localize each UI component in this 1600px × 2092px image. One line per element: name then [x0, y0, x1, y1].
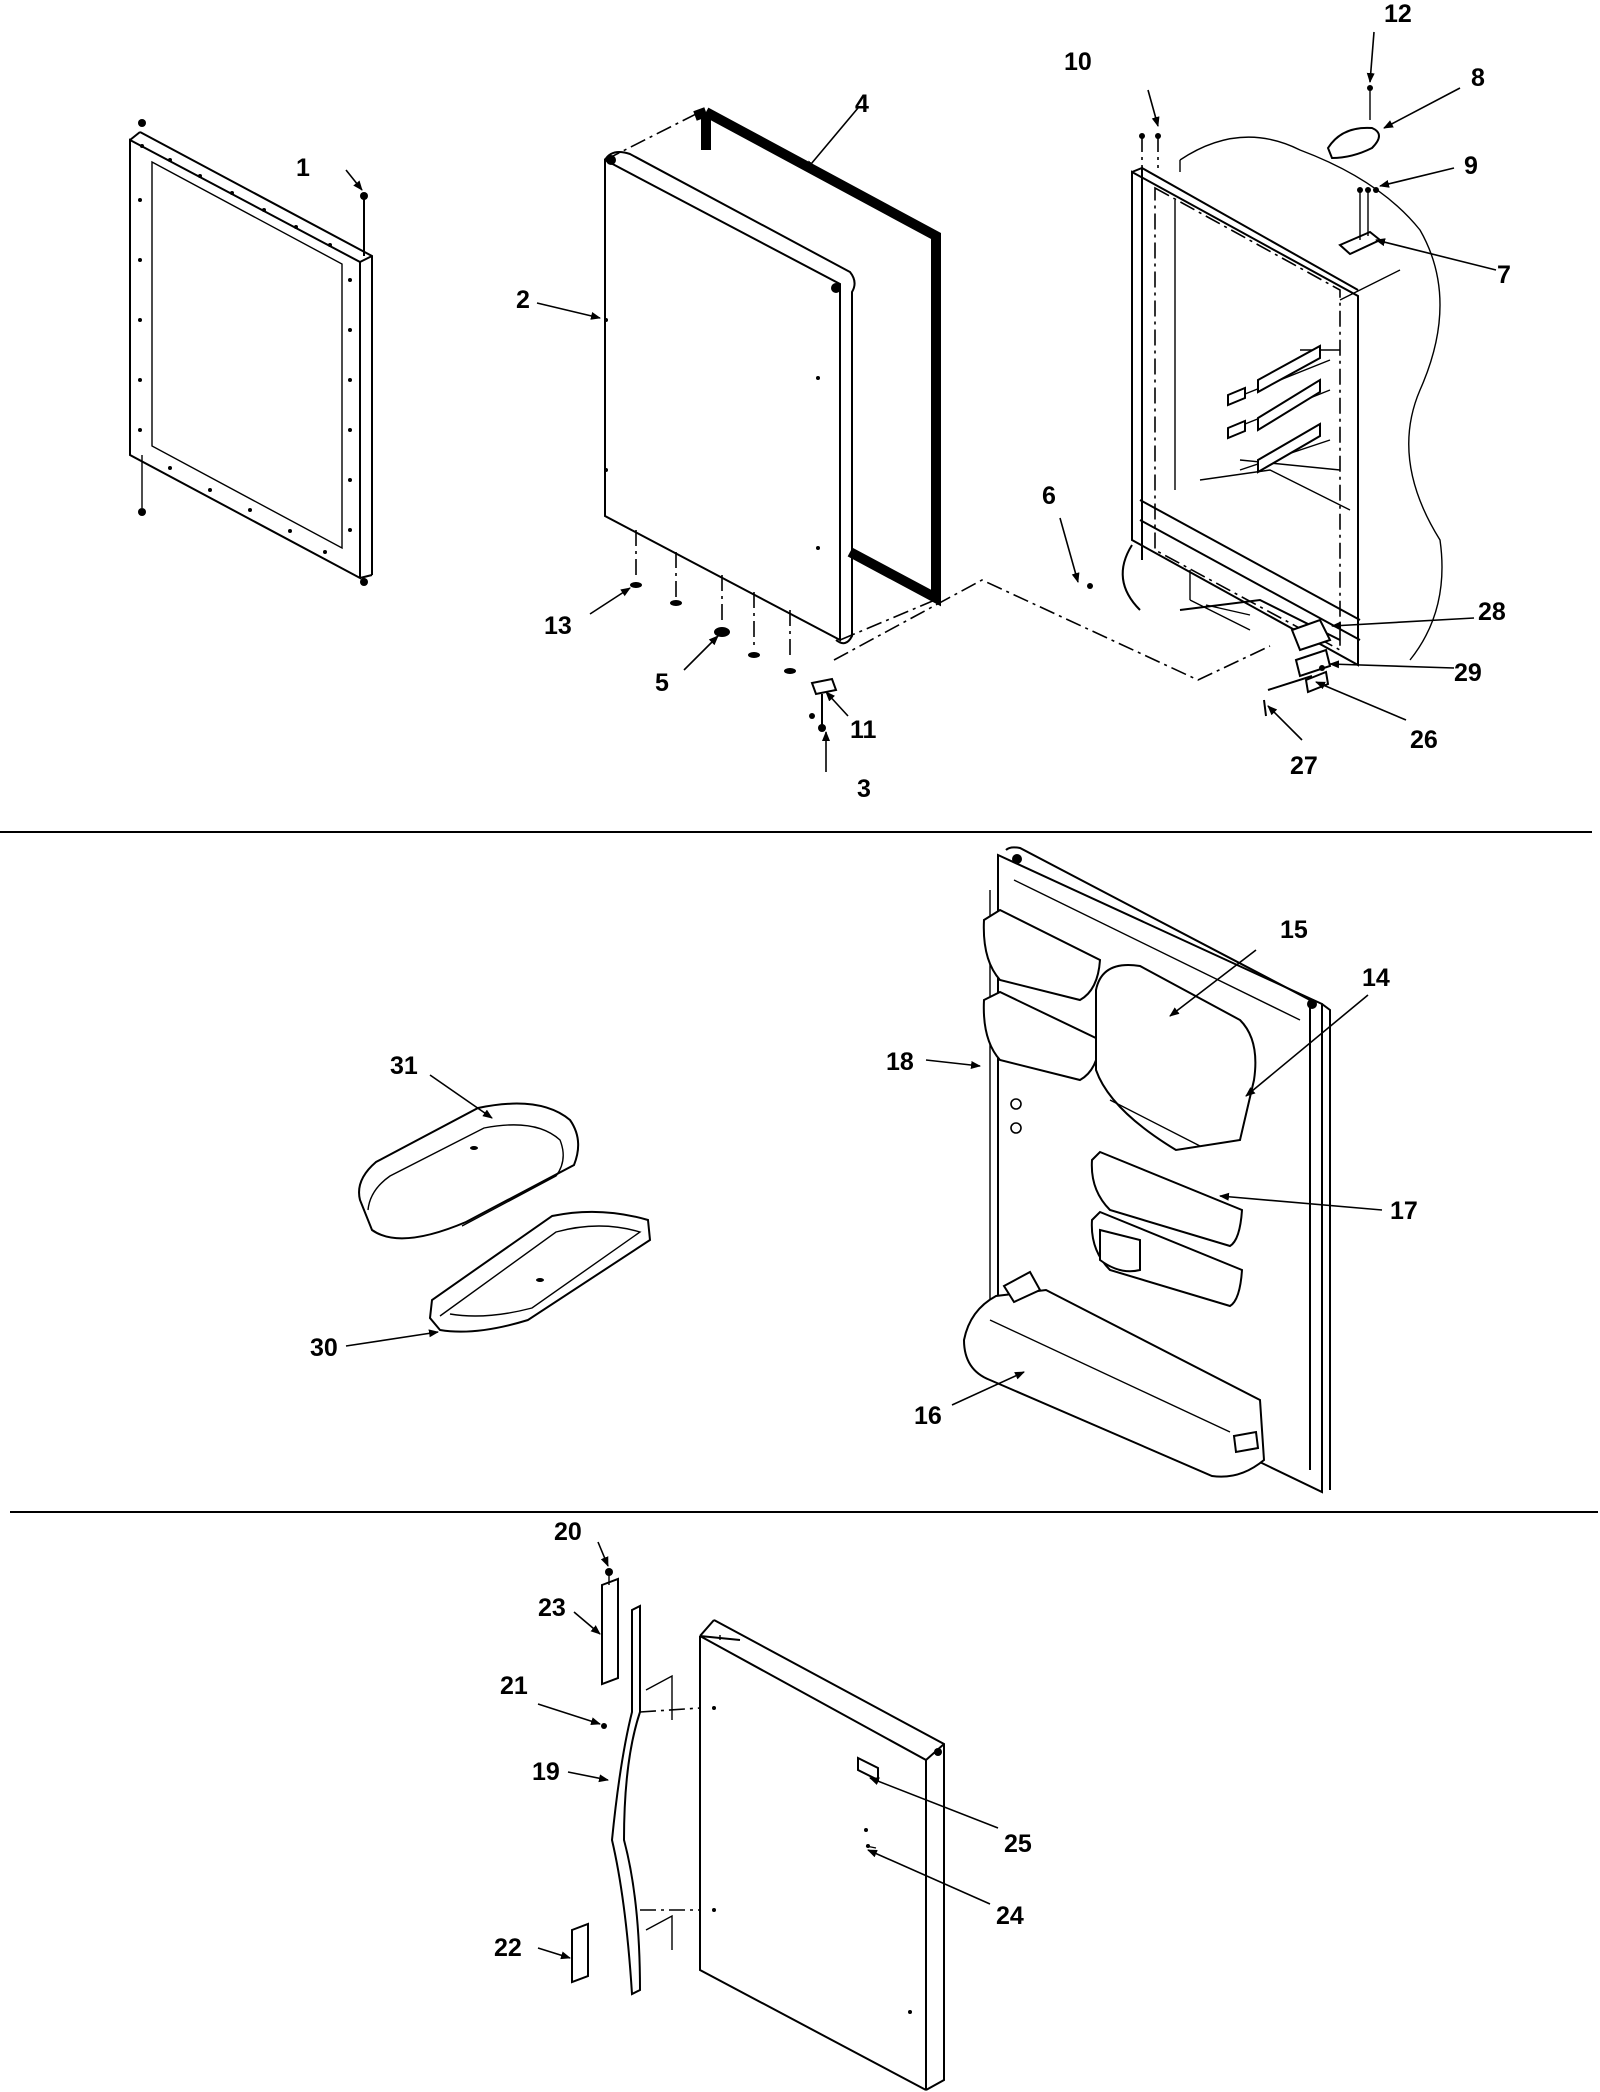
callout-24: 24 [996, 1902, 1024, 1930]
screw-part-1 [360, 192, 368, 256]
callout-26: 26 [1410, 726, 1438, 754]
callout-20: 20 [554, 1518, 582, 1546]
outer-door [699, 1619, 945, 2091]
callout-23: 23 [538, 1594, 566, 1622]
callout-25: 25 [1004, 1830, 1032, 1858]
hinge-path-line [833, 579, 1271, 681]
callout-13: 13 [544, 612, 572, 640]
callout-19: 19 [532, 1758, 560, 1786]
bottom-hinge [809, 677, 838, 732]
callout-16: 16 [914, 1402, 942, 1430]
callout-9: 9 [1464, 152, 1478, 180]
callout-21: 21 [500, 1672, 528, 1700]
callout-4: 4 [855, 90, 869, 118]
callout-28: 28 [1478, 598, 1506, 626]
dairy-cover [358, 1102, 580, 1240]
door-plugs [630, 530, 796, 674]
bottom-hinge-assembly [1087, 583, 1332, 717]
callout-29: 29 [1454, 659, 1482, 687]
callout-5: 5 [655, 669, 669, 697]
door-frame [129, 119, 373, 586]
callout-3: 3 [857, 775, 871, 803]
cabinet [1121, 133, 1443, 667]
door-panel [604, 111, 936, 645]
callout-18: 18 [886, 1048, 914, 1076]
door-handle [571, 1568, 701, 1996]
callout-30: 30 [310, 1334, 338, 1362]
callout-31: 31 [390, 1052, 418, 1080]
callout-10: 10 [1064, 48, 1092, 76]
callout-27: 27 [1290, 752, 1318, 780]
callout-1: 1 [296, 154, 310, 182]
callout-8: 8 [1471, 64, 1485, 92]
door-gasket [693, 107, 941, 607]
callout-2: 2 [516, 286, 530, 314]
leader-lines [345, 31, 1497, 1960]
callout-11: 11 [850, 716, 877, 744]
callout-6: 6 [1042, 482, 1056, 510]
callout-12: 12 [1384, 0, 1412, 28]
callout-14: 14 [1362, 964, 1390, 992]
dairy-tray [428, 1210, 652, 1333]
door-inner-panel [962, 846, 1331, 1494]
callout-22: 22 [494, 1934, 522, 1962]
top-hinge-assembly [1326, 85, 1382, 256]
callout-7: 7 [1497, 261, 1511, 289]
callout-15: 15 [1280, 916, 1308, 944]
callout-17: 17 [1390, 1197, 1418, 1225]
